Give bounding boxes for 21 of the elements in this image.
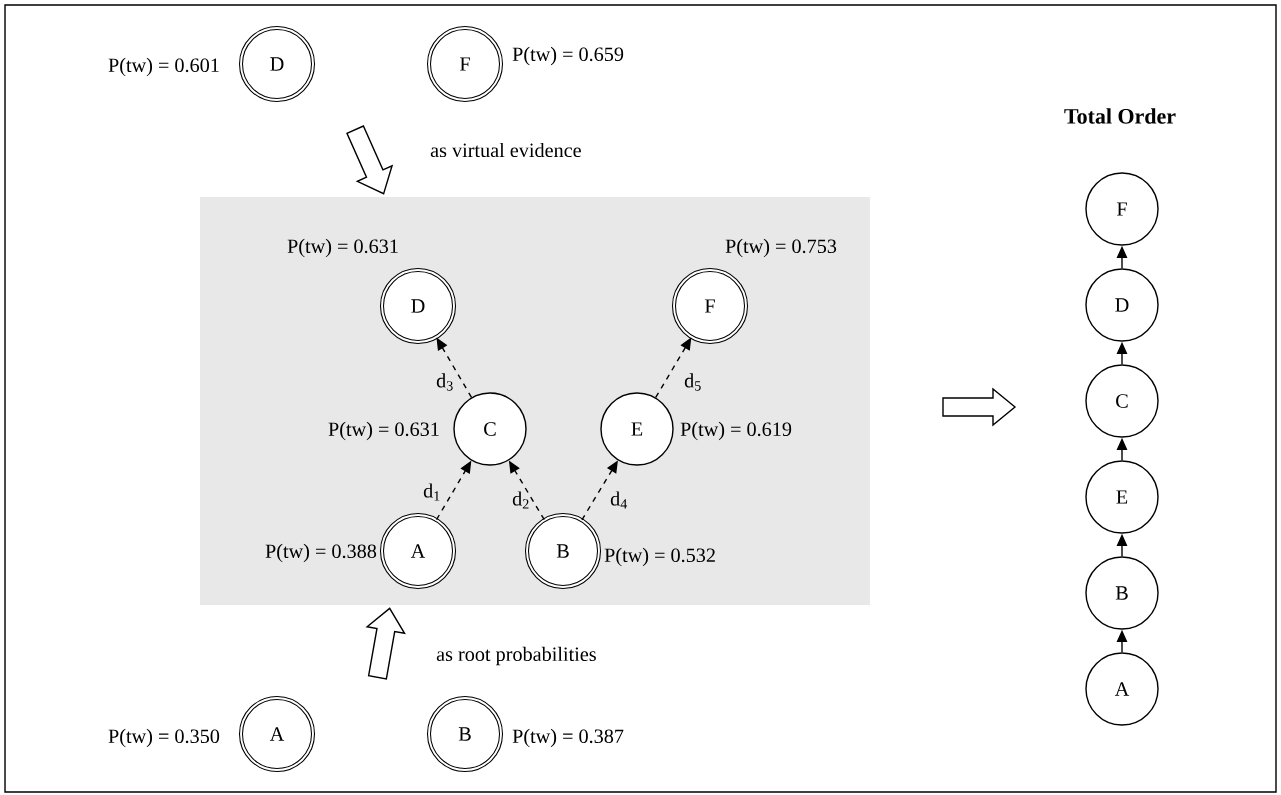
probability-label: P(tw) = 0.619	[680, 421, 792, 441]
panel-background	[200, 197, 870, 605]
heading: Total Order	[1064, 108, 1176, 124]
edge-label: d$_{3}$	[436, 373, 453, 391]
edge-label: d$_{5}$	[684, 373, 701, 391]
block-arrow	[365, 607, 406, 680]
block-arrow	[346, 125, 394, 195]
edge-label: as root probabilities	[436, 646, 596, 666]
edge-label: d$_{1}$	[423, 483, 440, 501]
edge-label: as virtual evidence	[430, 142, 581, 158]
probability-label: P(tw) = 0.659	[512, 46, 624, 66]
probability-label: P(tw) = 0.350	[108, 728, 220, 748]
probability-label: P(tw) = 0.631	[328, 421, 439, 441]
edge-label: d$_{2}$	[512, 491, 529, 509]
edge-label: d$_{4}$	[610, 491, 628, 509]
probability-label: P(tw) = 0.387	[512, 728, 624, 748]
probability-label: P(tw) = 0.601	[108, 57, 219, 77]
probability-label: P(tw) = 0.631	[287, 238, 398, 258]
probability-label: P(tw) = 0.388	[265, 543, 377, 563]
probability-label: P(tw) = 0.532	[604, 547, 715, 567]
probability-label: P(tw) = 0.753	[725, 238, 837, 258]
